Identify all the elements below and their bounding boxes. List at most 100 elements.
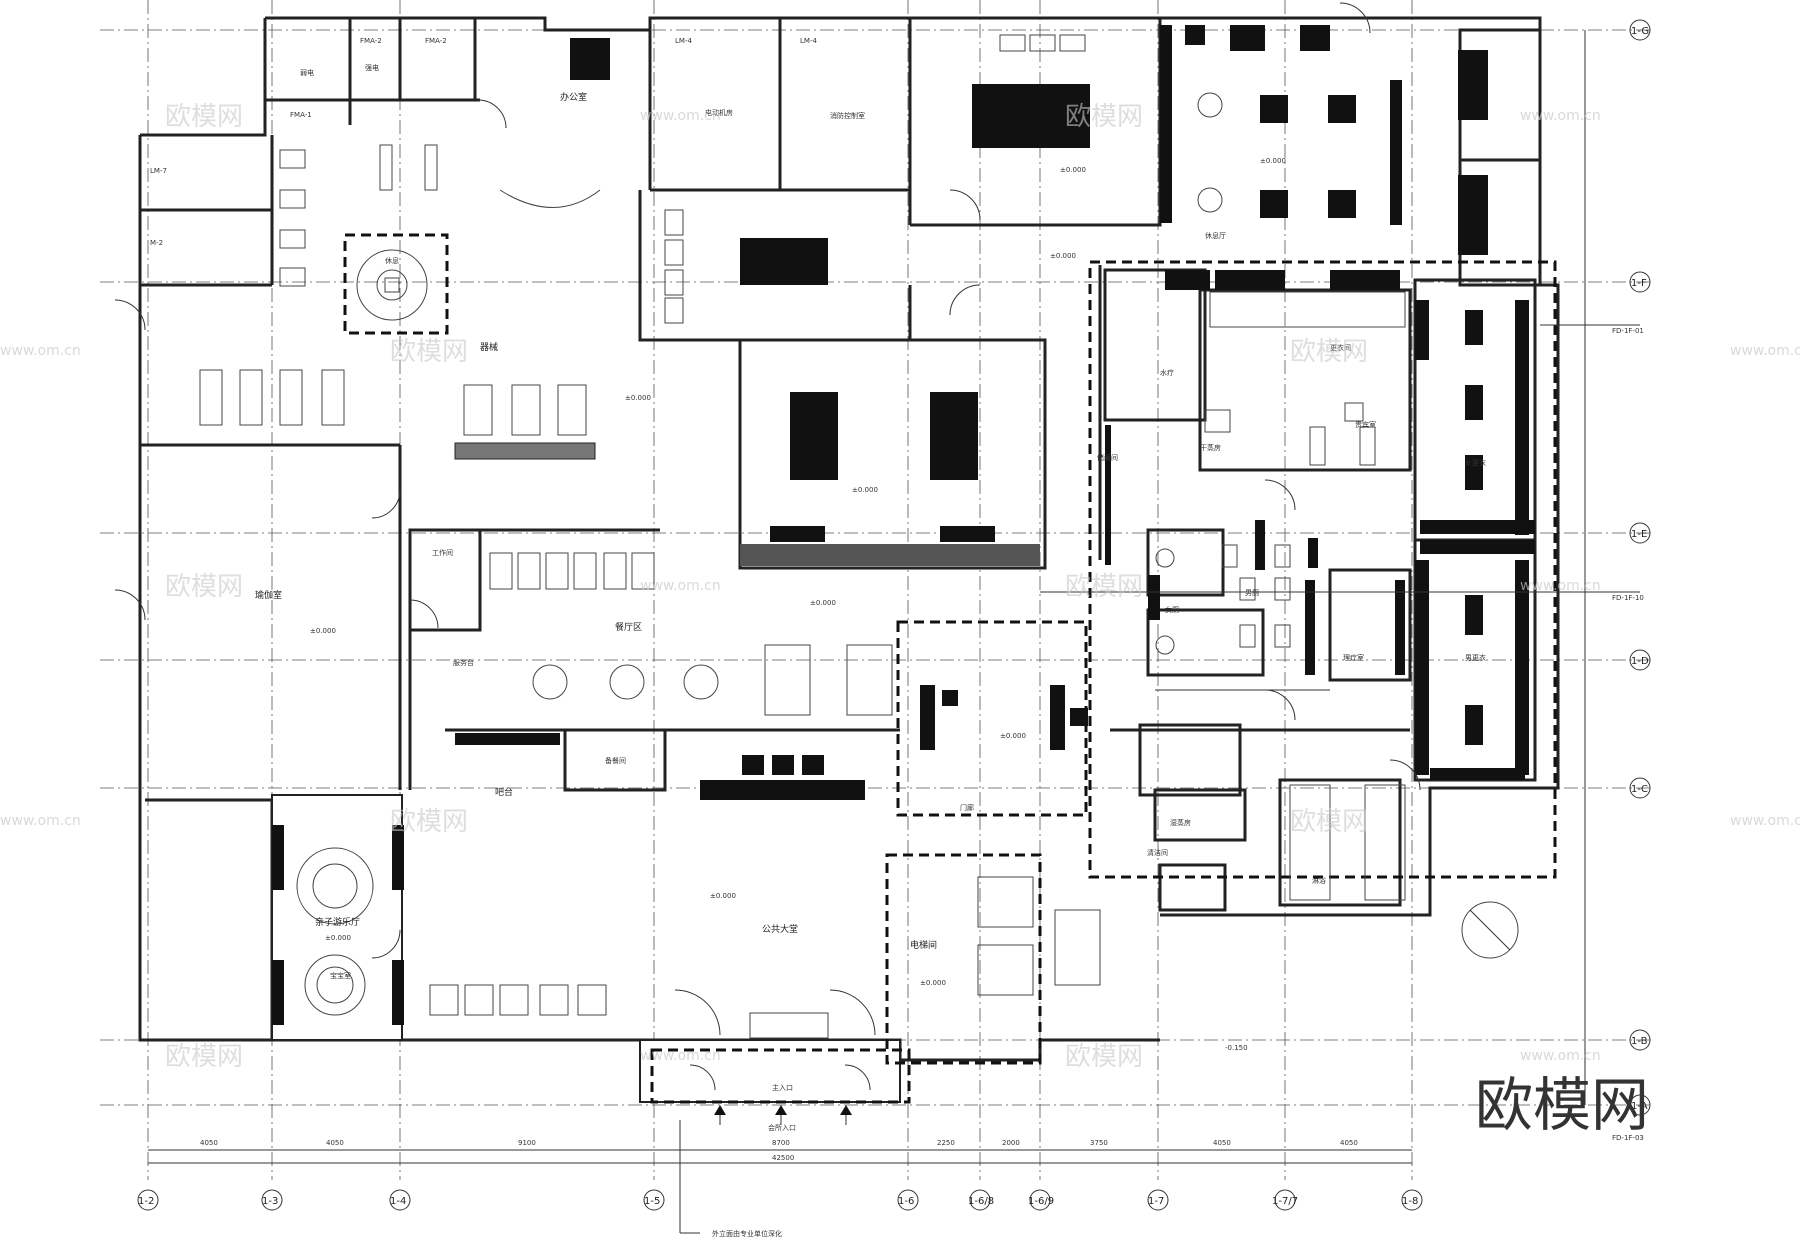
label-clean: 清洁间	[1147, 848, 1168, 857]
label-gym-center: 休息	[385, 256, 399, 265]
watermark-url-2: www.om.cn	[1520, 108, 1601, 124]
label-entrance: 主入口	[772, 1083, 793, 1092]
watermark-url-5: www.om.cn	[640, 578, 721, 594]
watermark-url-9: www.om.cn	[640, 1048, 721, 1064]
level-1: ±0.000	[310, 627, 336, 635]
solid-elements	[272, 25, 1535, 1025]
section-3: FD-1F-03	[1612, 1134, 1644, 1142]
label-elec-room: 电动机房	[705, 108, 733, 117]
label-lobby: 公共大堂	[762, 923, 798, 935]
label-door: 门廊	[960, 803, 974, 812]
note-bottom: 外立面由专业单位深化	[712, 1229, 782, 1238]
axis-y-7: 1-A	[1631, 1101, 1648, 1112]
label-fire-ctrl: 消防控制室	[830, 111, 865, 120]
level-6: ±0.000	[810, 599, 836, 607]
watermark-url-10: www.om.cn	[1520, 1048, 1601, 1064]
axis-x-9: 1-7/7	[1272, 1196, 1298, 1207]
label-storage: 储藏间	[1097, 453, 1118, 462]
dim-8: 4050	[1213, 1139, 1231, 1147]
label-lm4b: LM-4	[800, 37, 817, 45]
label-m2: M-2	[150, 239, 163, 247]
label-office: 办公室	[560, 91, 587, 103]
label-bar: 吧台	[495, 786, 513, 798]
axis-x-4: 1-5	[644, 1196, 660, 1207]
watermark-url-3: www.om.cn	[0, 343, 81, 359]
watermark-url-1: www.om.cn	[640, 108, 721, 124]
room-labels: 器械 休息 办公室 弱电 强电 消防控制室 电动机房 瑜伽室 餐厅区 吧台 公共…	[150, 37, 1486, 1092]
note-entry: 会所入口	[768, 1123, 796, 1132]
brand-logo: 欧模网	[1475, 1071, 1649, 1139]
watermark-4: 欧模网	[1290, 337, 1368, 367]
dim-7: 3750	[1090, 1139, 1108, 1147]
label-service: 服务台	[453, 658, 474, 667]
label-locker-f: 女更衣	[1465, 458, 1486, 467]
label-spa: 水疗	[1160, 368, 1174, 377]
axis-y-2: 1-F	[1631, 278, 1647, 289]
axis-y-4: 1-D	[1631, 656, 1649, 667]
label-elec: 强电	[365, 63, 379, 72]
dim-6: 2000	[1002, 1139, 1020, 1147]
label-sauna: 干蒸房	[1200, 443, 1221, 452]
label-fma2a: FMA-2	[360, 37, 382, 45]
label-kitchen: 备餐间	[605, 756, 626, 765]
axis-y-5: 1-C	[1631, 784, 1648, 795]
axis-x-3: 1-4	[390, 1196, 406, 1207]
axis-x-7: 1-6/9	[1028, 1196, 1054, 1207]
label-locker-m: 男更衣	[1465, 653, 1486, 662]
watermark-6: 欧模网	[1065, 572, 1143, 602]
label-yoga: 瑜伽室	[255, 589, 282, 601]
axis-y-1: 1-G	[1631, 26, 1649, 37]
label-women: 女厕	[1165, 605, 1179, 614]
level-9: ±0.000	[325, 934, 351, 942]
label-fire-room: 电梯间	[910, 939, 937, 951]
watermark-9: 欧模网	[165, 1042, 243, 1072]
level-3: ±0.000	[852, 486, 878, 494]
watermark-7: 欧模网	[390, 807, 468, 837]
section-2: FD-1F-10	[1612, 594, 1644, 602]
watermark-url-7: www.om.cn	[0, 813, 81, 829]
label-vip: 贵宾室	[1355, 420, 1376, 429]
label-changing: 更衣间	[1330, 343, 1351, 352]
label-workroom: 工作间	[432, 548, 453, 557]
dim-1: 4050	[200, 1139, 218, 1147]
furniture	[199, 34, 1519, 1039]
level-marks: ±0.000 ±0.000 ±0.000 ±0.000 ±0.000 ±0.00…	[310, 157, 1286, 1052]
watermark-url-8: www.om.cn	[1730, 813, 1800, 829]
label-nursery: 宝宝室	[330, 971, 351, 980]
label-fma2b: FMA-2	[425, 37, 447, 45]
notes: 外立面由专业单位深化 会所入口	[679, 1120, 796, 1238]
dimension-numbers: 4050 4050 9100 8700 2250 2000 3750 4050 …	[200, 1139, 1358, 1162]
axis-x-5: 1-6	[898, 1196, 914, 1207]
dashed-zones	[343, 233, 1557, 1104]
watermark-2: 欧模网	[1065, 102, 1143, 132]
entrance-arrows	[714, 1105, 852, 1125]
door-swings	[114, 2, 1421, 1091]
watermarks: 欧模网 www.om.cn 欧模网 www.om.cn 欧模网 www.om.c…	[0, 102, 1800, 1072]
axis-bubbles-y: 1-G 1-F 1-E 1-D 1-C 1-B 1-A	[1629, 19, 1651, 1116]
watermark-10: 欧模网	[1065, 1042, 1143, 1072]
watermark-5: 欧模网	[165, 572, 243, 602]
watermark-1: 欧模网	[165, 102, 243, 132]
label-lm4a: LM-4	[675, 37, 692, 45]
axis-y-3: 1-E	[1631, 529, 1647, 540]
label-buffet: 餐厅区	[615, 621, 642, 633]
label-lm7: LM-7	[150, 167, 167, 175]
level-11: ±0.000	[920, 979, 946, 987]
watermark-url-6: www.om.cn	[1520, 578, 1601, 594]
axis-bubbles-x: 1-2 1-3 1-4 1-5 1-6 1-6/8 1-6/9 1-7 1-7/…	[137, 1189, 1423, 1211]
watermark-url-4: www.om.cn	[1730, 343, 1800, 359]
dim-2: 4050	[326, 1139, 344, 1147]
level-2: ±0.000	[625, 394, 651, 402]
label-lounge: 休息厅	[1205, 231, 1226, 240]
label-fma1: FMA-1	[290, 111, 312, 119]
axis-x-8: 1-7	[1148, 1196, 1164, 1207]
label-kids: 亲子游乐厅	[315, 916, 360, 928]
level-5: ±0.000	[1260, 157, 1286, 165]
section-1: FD-1F-01	[1612, 327, 1644, 335]
level-10: -0.150	[1225, 1044, 1248, 1052]
label-steam: 湿蒸房	[1170, 818, 1191, 827]
level-7: ±0.000	[1000, 732, 1026, 740]
label-gym: 器械	[480, 341, 498, 353]
level-8: ±0.000	[710, 892, 736, 900]
dim-3: 9100	[518, 1139, 536, 1147]
